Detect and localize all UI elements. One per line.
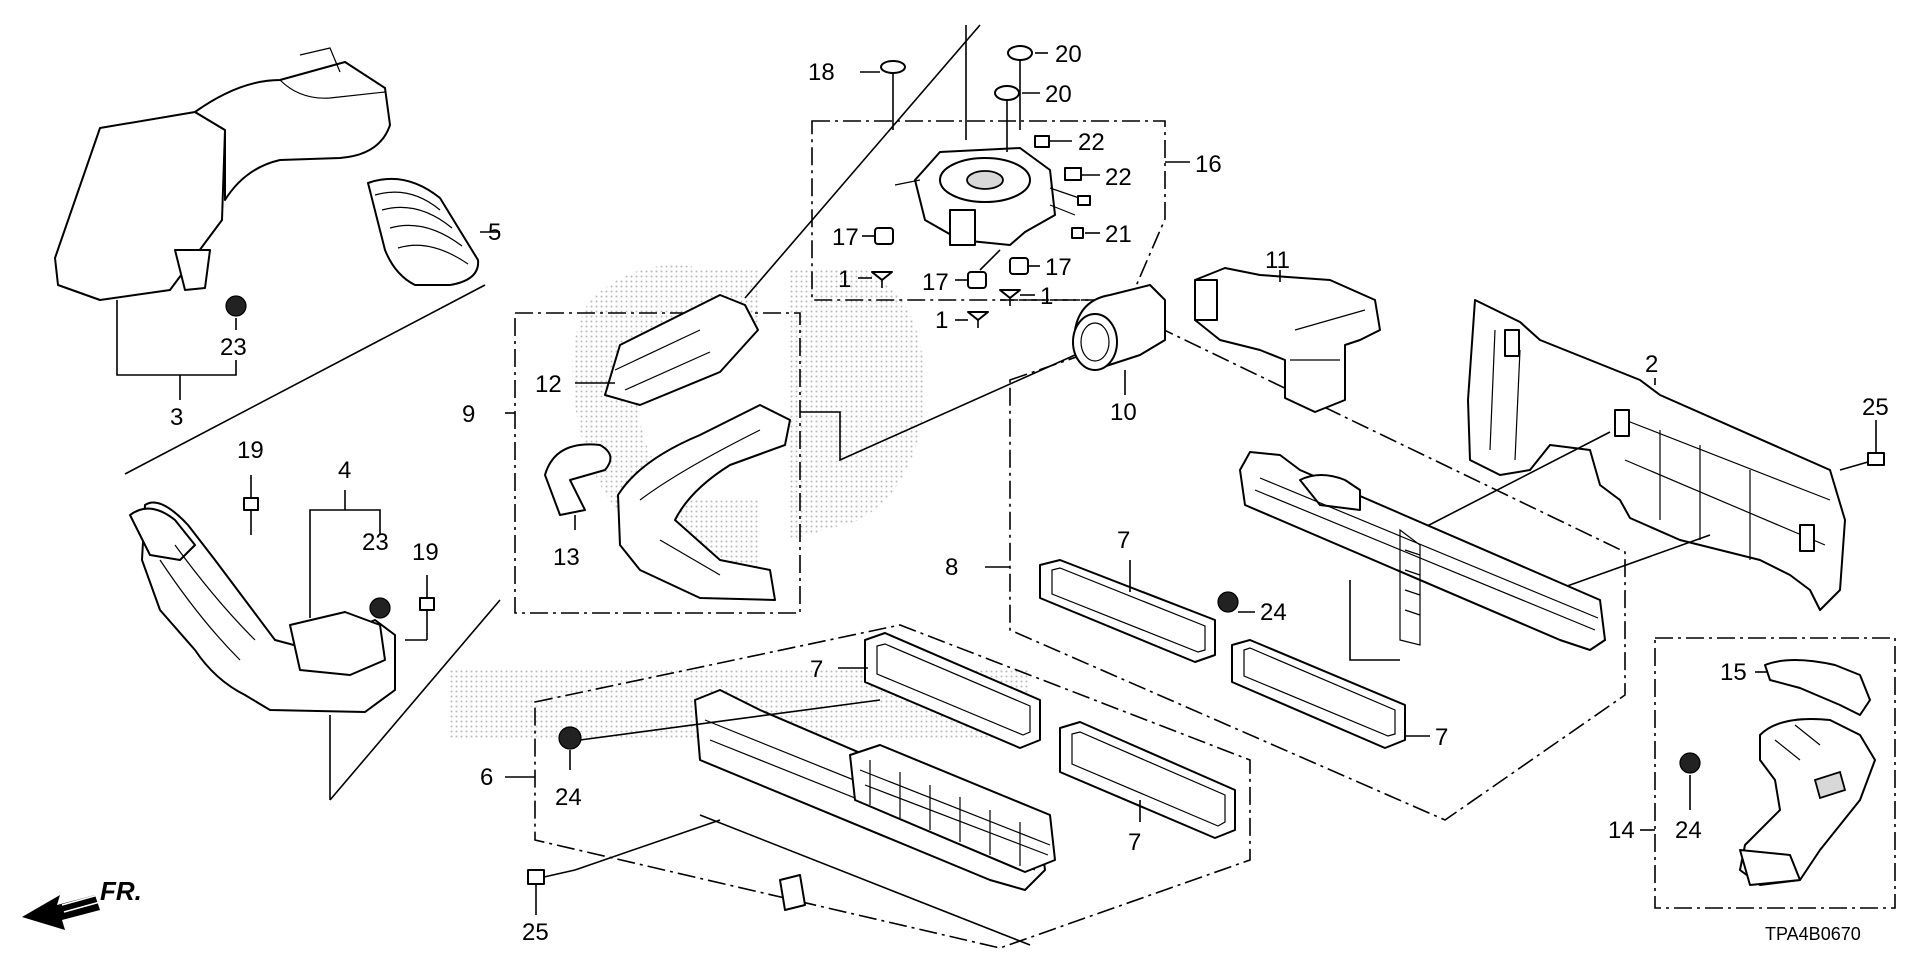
bracket-3: [116, 300, 237, 376]
bolt-25-right: [1839, 420, 1885, 471]
screw-1-c: [955, 311, 989, 328]
callout-21: 21: [1105, 221, 1132, 248]
callout-25-lower-left: 25: [522, 919, 549, 946]
grommet-17-c: [955, 249, 1001, 289]
callout-12: 12: [535, 371, 562, 398]
callout-9: 9: [462, 401, 475, 428]
group-box-14: [1654, 637, 1896, 909]
callout-22-lower: 22: [1105, 164, 1132, 191]
duct-part-14: [1739, 718, 1876, 886]
leader-9-to-10: [800, 354, 1076, 462]
callout-23-upper: 23: [220, 334, 247, 361]
callout-17-b: 17: [1045, 254, 1072, 281]
grommet-17-b: [1009, 257, 1040, 275]
callout-1-c: 1: [935, 307, 948, 334]
duct-part-9-main: [617, 404, 791, 601]
group-box-9: [514, 312, 801, 614]
callout-10: 10: [1110, 399, 1137, 426]
filter-7-upper-left: [1039, 559, 1216, 663]
callout-1-b: 1: [1040, 283, 1053, 310]
callout-18: 18: [808, 59, 835, 86]
bolt-19-right: [419, 575, 435, 640]
callout-2: 2: [1645, 351, 1658, 378]
boot-part-5: [367, 177, 480, 286]
bracket-4: [309, 509, 381, 618]
callout-23-lower: 23: [362, 529, 389, 556]
leader-25-to-6: [574, 819, 721, 871]
callout-14: 14: [1608, 817, 1635, 844]
lower-duct-part-4: [129, 501, 396, 713]
seal-part-13: [544, 443, 612, 516]
clip-24-lower-left: [558, 726, 582, 750]
blower-motor-part-16: [894, 147, 1091, 246]
screw-1-b: [999, 289, 1035, 306]
leader-6-to-filter-a: [699, 814, 1031, 946]
leader-8-to-filter: [1349, 580, 1400, 661]
bolt-25-lower-left: [527, 869, 576, 915]
callout-22-upper: 22: [1078, 129, 1105, 156]
leader-6-to-filter-b: [579, 699, 881, 741]
group-box-16: [811, 120, 1166, 301]
leader-2-to-8: [1399, 431, 1611, 541]
callout-8: 8: [945, 554, 958, 581]
callout-16: 16: [1195, 151, 1222, 178]
front-label: FR.: [100, 876, 142, 906]
nut-20-upper: [1007, 45, 1048, 61]
callout-6: 6: [480, 764, 493, 791]
diagram-code: TPA4B0670: [1765, 924, 1861, 944]
group-box-6: [534, 624, 1251, 949]
callout-3: 3: [170, 404, 183, 431]
screw-1-a: [858, 271, 893, 288]
callout-7-a: 7: [1117, 527, 1130, 554]
callout-4: 4: [338, 457, 351, 484]
callout-11: 11: [1265, 247, 1290, 274]
callout-17-c: 17: [922, 269, 949, 296]
joint-part-10: [1072, 284, 1166, 371]
clip-23-lower: [369, 597, 391, 619]
leader-9-to-16: [744, 24, 981, 299]
callout-15: 15: [1720, 659, 1747, 686]
filter-housing-part-8: [1239, 451, 1606, 651]
clip-24-middle: [1217, 591, 1239, 613]
callout-5: 5: [488, 219, 501, 246]
callout-24-lower-left: 24: [555, 784, 582, 811]
clip-22-lower: [1064, 167, 1100, 181]
duct-part-12: [604, 294, 759, 406]
clip-22-upper: [1034, 135, 1072, 148]
callout-24-middle: 24: [1260, 599, 1287, 626]
callout-13: 13: [553, 544, 580, 571]
callout-17-a: 17: [832, 224, 859, 251]
filter-housing-part-6: [694, 689, 1056, 911]
cover-part-15: [1764, 659, 1871, 716]
screw-18: [860, 60, 906, 130]
filter-7-lower-top: [864, 632, 1041, 749]
grommet-17-a: [862, 227, 894, 245]
callout-24-right: 24: [1675, 817, 1702, 844]
clip-21: [1071, 227, 1100, 239]
filter-7-upper-right: [1231, 639, 1406, 749]
callout-20-lower: 20: [1045, 81, 1072, 108]
leader-4-lower-b: [329, 599, 501, 801]
nut-20-lower: [994, 60, 1040, 152]
filter-7-lower-bottom: [1059, 721, 1236, 839]
duct-part-11: [1194, 267, 1381, 413]
callout-20-upper: 20: [1055, 41, 1082, 68]
callout-7-c: 7: [810, 656, 823, 683]
callout-19-right: 19: [412, 539, 439, 566]
clip-24-right: [1679, 752, 1701, 774]
callout-7-b: 7: [1435, 724, 1448, 751]
callout-25-right: 25: [1862, 394, 1889, 421]
callout-1-a: 1: [838, 266, 851, 293]
clip-23-upper: [225, 295, 247, 317]
leader-to-part-4: [124, 284, 486, 475]
callout-7-d: 7: [1128, 829, 1141, 856]
callout-19-left: 19: [237, 437, 264, 464]
bracket-part-2: [1467, 299, 1846, 611]
bolt-19-left: [243, 475, 259, 535]
upper-duct-part-3: [54, 47, 391, 301]
front-arrow-icon: [22, 894, 101, 930]
